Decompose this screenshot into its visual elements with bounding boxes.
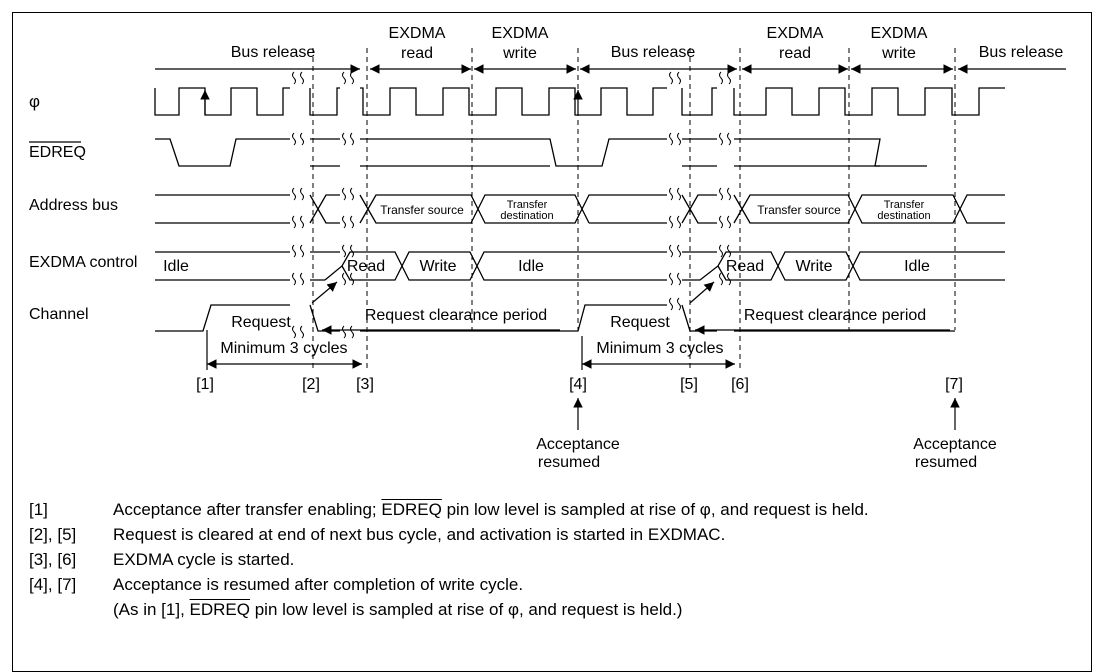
note-3-number: [3], [6]	[29, 550, 77, 569]
edreq-waveform	[155, 138, 927, 167]
channel-labels: Request Request clearance period Request…	[220, 307, 926, 357]
note-4-text: Acceptance is resumed after completion o…	[113, 575, 524, 594]
address-bus-labels: Transfer source Transfer destination Tra…	[380, 199, 930, 222]
acceptance-line2-b: resumed	[915, 454, 977, 471]
control-idle-2: Idle	[518, 258, 544, 275]
step-markers: [1] [2] [3] [4] [5] [6] [7]	[196, 376, 963, 393]
signal-labels: φ EDREQ Address bus EXDMA control Channe…	[29, 92, 137, 323]
note-3-text: EXDMA cycle is started.	[113, 550, 295, 569]
label-write-2: write	[881, 45, 916, 62]
label-exdma-2: EXDMA	[492, 25, 549, 42]
marker-7: [7]	[945, 376, 963, 393]
note-2-text: Request is cleared at end of next bus cy…	[113, 525, 726, 544]
note-4: [4], [7] Acceptance is resumed after com…	[29, 572, 869, 597]
clock-waveform	[154, 87, 1005, 116]
timing-diagram: Bus release EXDMA read EXDMA write Bus r…	[29, 25, 1066, 471]
label-exdma-1: EXDMA	[389, 25, 446, 42]
causal-arrows	[200, 90, 715, 304]
channel-waveform	[155, 304, 955, 332]
marker-1: [1]	[196, 376, 214, 393]
label-bus-release-3: Bus release	[979, 44, 1064, 61]
label-exdma-4: EXDMA	[871, 25, 928, 42]
signal-channel-label: Channel	[29, 306, 89, 323]
channel-minimum-1: Minimum 3 cycles	[220, 340, 347, 357]
address-transfer-source-2: Transfer source	[757, 203, 841, 217]
signal-phi-label: φ	[29, 92, 40, 111]
acceptance-line1-a: Acceptance	[536, 436, 620, 453]
channel-minimum-2: Minimum 3 cycles	[596, 340, 723, 357]
label-read-2: read	[779, 45, 811, 62]
label-bus-release-1: Bus release	[231, 44, 316, 61]
address-transfer-2: Transfer	[884, 199, 925, 211]
note-5-text-a: (As in [1],	[113, 600, 190, 619]
break-marks	[292, 71, 731, 339]
label-read-1: read	[401, 45, 433, 62]
acceptance-line2-a: resumed	[538, 454, 600, 471]
marker-3: [3]	[356, 376, 374, 393]
note-3: [3], [6] EXDMA cycle is started.	[29, 547, 869, 572]
note-5: (As in [1], EDREQ pin low level is sampl…	[29, 597, 869, 622]
label-exdma-3: EXDMA	[767, 25, 824, 42]
note-1-edreq: EDREQ	[381, 500, 442, 519]
notes: [1] Acceptance after transfer enabling; …	[29, 497, 869, 622]
signal-exdma-control-label: EXDMA control	[29, 254, 137, 271]
channel-request-1: Request	[231, 314, 291, 331]
marker-2: [2]	[302, 376, 320, 393]
marker-5: [5]	[680, 376, 698, 393]
control-write-1: Write	[419, 258, 456, 275]
note-5-edreq: EDREQ	[189, 600, 250, 619]
exdma-control-waveform	[155, 251, 1005, 281]
address-transfer-1: Transfer	[507, 199, 548, 211]
address-transfer-source-1: Transfer source	[380, 203, 464, 217]
note-1-text: Acceptance after transfer enabling; EDRE…	[113, 497, 869, 522]
channel-request-2: Request	[610, 314, 670, 331]
note-5-text-b: pin low level is sampled at rise of φ, a…	[250, 600, 683, 619]
address-destination-1: destination	[500, 210, 553, 222]
top-timeline-labels: Bus release EXDMA read EXDMA write Bus r…	[231, 25, 1064, 62]
note-1-text-b: pin low level is sampled at rise of φ, a…	[441, 500, 869, 519]
control-read-1: Read	[347, 258, 385, 275]
note-2: [2], [5] Request is cleared at end of ne…	[29, 522, 869, 547]
control-read-2: Read	[726, 258, 764, 275]
signal-address-bus-label: Address bus	[29, 197, 118, 214]
marker-6: [6]	[731, 376, 749, 393]
channel-clearance-2: Request clearance period	[744, 307, 926, 324]
note-2-number: [2], [5]	[29, 525, 77, 544]
control-idle-1: Idle	[163, 258, 189, 275]
marker-4: [4]	[569, 376, 587, 393]
exdma-control-labels: Idle Read Write Idle Read Write Idle	[163, 258, 930, 275]
address-destination-2: destination	[877, 210, 930, 222]
note-1-text-a: Acceptance after transfer enabling;	[113, 500, 382, 519]
acceptance-line1-b: Acceptance	[913, 436, 997, 453]
control-write-2: Write	[795, 258, 832, 275]
note-4-number: [4], [7]	[29, 575, 77, 594]
control-idle-3: Idle	[904, 258, 930, 275]
note-1-number: [1]	[29, 500, 48, 519]
note-1: [1] Acceptance after transfer enabling; …	[29, 497, 869, 522]
acceptance-arrows	[573, 398, 960, 430]
label-write-1: write	[502, 45, 537, 62]
signal-edreq-label: EDREQ	[29, 144, 86, 161]
acceptance-labels: Acceptance resumed Acceptance resumed	[536, 436, 997, 471]
channel-clearance-1: Request clearance period	[365, 307, 547, 324]
clearance-arrows	[206, 325, 950, 370]
label-bus-release-2: Bus release	[611, 44, 696, 61]
address-bus-waveform	[155, 194, 1005, 224]
